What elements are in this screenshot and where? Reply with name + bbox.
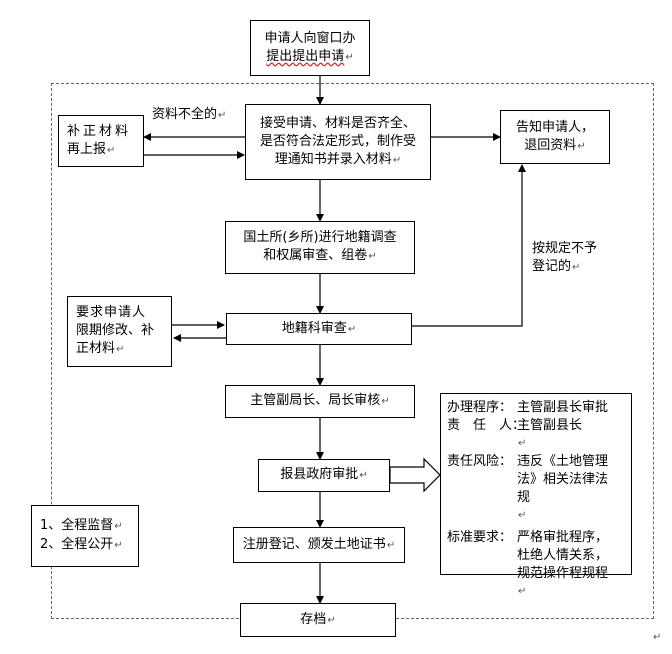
trailing-paragraph-mark: ↵ (652, 628, 661, 647)
node-bureau-review: 主管副局长、局长审核↵ (225, 385, 415, 418)
node-bureau-review-text: 主管副局长、局长审核 (250, 393, 381, 408)
node-register: 注册登记、颁发土地证书↵ (233, 527, 405, 563)
info-r4-val1: 严格审批程序， (517, 530, 609, 545)
node-gov-approval: 报县政府审批↵ (258, 459, 390, 492)
info-r1-key: 办理程序： (447, 400, 513, 415)
info-r3-val2: 法》相关法律法 (517, 472, 609, 487)
paragraph-mark: ↵ (114, 540, 123, 551)
node-apply-line1: 申请人向窗口办 (264, 30, 356, 46)
node-accept: 接受申请、材料是否齐全、 是否符合法定形式，制作受 理通知书并录入材料↵ (245, 104, 431, 180)
node-archive: 存档↵ (240, 603, 396, 637)
paragraph-mark: ↵ (116, 344, 125, 355)
node-require-fix-line1: 要求申请人 (76, 305, 147, 320)
paragraph-mark: ↵ (327, 614, 336, 626)
info-box: 办理程序： 主管副县长审批 责 任 人：主管副县长 ↵ 责任风险： 违反《土地管理 法… (440, 393, 632, 597)
node-register-text: 注册登记、颁发土地证书 (242, 536, 386, 552)
paragraph-mark: ↵ (347, 323, 357, 335)
paragraph-mark: ↵ (386, 539, 396, 551)
node-archive-text: 存档 (300, 611, 327, 627)
paragraph-mark: ↵ (518, 438, 527, 449)
node-accept-line2: 是否符合法定形式，制作受 (259, 133, 416, 149)
node-supplement-line1: 补正材料 (67, 123, 132, 139)
node-apply-line2: 提出提出申请 (266, 48, 345, 64)
node-cadastral-review-text: 地籍科审查 (281, 320, 347, 336)
paragraph-mark: ↵ (518, 510, 527, 521)
node-cadastral-review: 地籍科审查↵ (226, 313, 412, 345)
node-apply: 申请人向窗口办 提出提出申请↵ (250, 20, 370, 76)
node-require-fix: 要求申请人 限期修改、补 正材料↵ (67, 296, 172, 367)
info-r3-val1: 违反《土地管理 (517, 454, 609, 469)
node-notify-line2: 退回资料 (524, 137, 577, 153)
paragraph-mark: ↵ (368, 251, 377, 262)
paragraph-mark: ↵ (381, 396, 390, 407)
edge-label-incomplete: 资料不全的↵ (152, 106, 226, 125)
info-r4-val3: 规范操作程规程 (517, 566, 609, 581)
node-gov-approval-text: 报县政府审批 (280, 467, 359, 482)
paragraph-mark: ↵ (572, 262, 581, 273)
node-accept-line1: 接受申请、材料是否齐全、 (259, 115, 416, 131)
info-r3-val3: 规 (517, 490, 531, 505)
paragraph-mark: ↵ (653, 632, 662, 643)
edge-label-incomplete-text: 资料不全的 (152, 107, 218, 122)
info-r3-key: 责任风险： (447, 454, 513, 469)
paragraph-mark: ↵ (518, 586, 527, 597)
node-survey: 国土所(乡所)进行地籍调查 和权属审查、组卷↵ (225, 221, 415, 274)
arrow-review-notify (412, 164, 526, 327)
hollow-arrow-gov-info (389, 457, 441, 493)
node-supervision: 1、全程监督↵ 2、全程公开↵ (31, 505, 139, 567)
paragraph-mark: ↵ (345, 51, 354, 63)
info-r4-val2: 杜绝人情关系， (517, 548, 609, 563)
paragraph-mark: ↵ (107, 144, 116, 156)
node-accept-line3: 理通知书并录入材料 (274, 151, 392, 167)
node-supplement-line2: 再上报 (67, 141, 107, 157)
edge-label-reject-line2: 登记的 (532, 259, 572, 274)
node-supplement: 补正材料 再上报↵ (58, 115, 144, 167)
paragraph-mark: ↵ (577, 140, 586, 152)
node-survey-line1: 国土所(乡所)进行地籍调查 (243, 230, 397, 245)
node-require-fix-line3: 正材料 (76, 341, 116, 356)
info-r2-key: 责 任 人： (447, 418, 526, 433)
info-r2-val: 主管副县长 (517, 418, 583, 433)
info-r4-key: 标准要求： (447, 530, 513, 545)
node-supervision-line1: 1、全程监督 (40, 518, 114, 533)
paragraph-mark: ↵ (359, 470, 368, 481)
info-r1-val: 主管副县长审批 (517, 400, 609, 415)
node-survey-line2: 和权属审查、组卷 (263, 248, 368, 263)
edge-label-reject: 按规定不予 登记的↵ (532, 240, 597, 277)
paragraph-mark: ↵ (218, 110, 227, 121)
node-require-fix-line2: 限期修改、补 (76, 323, 155, 338)
node-supervision-line2: 2、全程公开 (40, 537, 114, 552)
paragraph-mark: ↵ (392, 154, 402, 166)
paragraph-mark: ↵ (114, 521, 123, 532)
edge-label-reject-line1: 按规定不予 (532, 241, 598, 256)
node-notify: 告知申请人， 退回资料↵ (500, 110, 610, 164)
node-notify-line1: 告知申请人， (515, 119, 594, 135)
